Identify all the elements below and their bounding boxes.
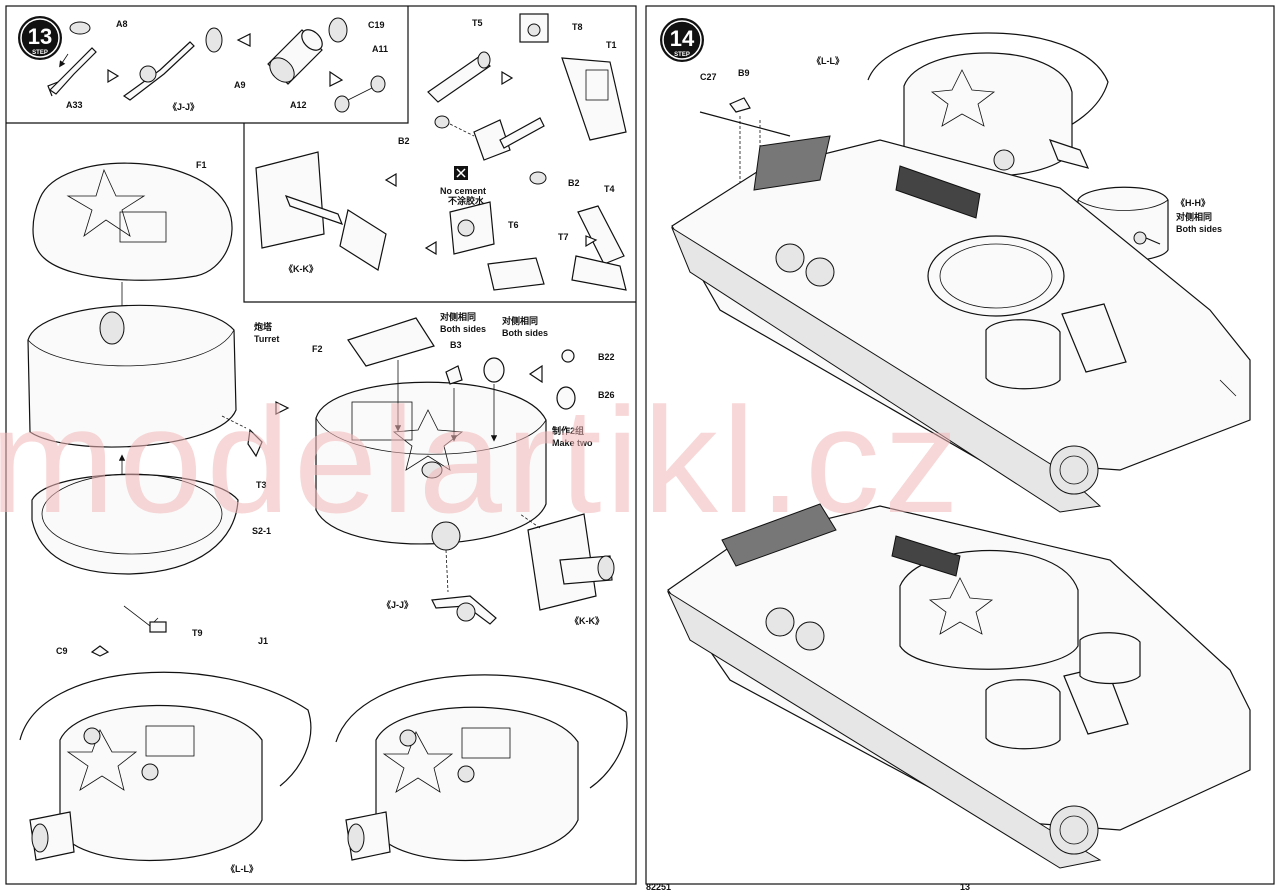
- label-kk-bottom: 《K-K》: [570, 616, 604, 626]
- label-f1: F1: [196, 160, 207, 170]
- label-ll-left: 《L-L》: [226, 864, 258, 874]
- turret-with-railing-left: [19, 671, 312, 862]
- label-j1: J1: [258, 636, 268, 646]
- label-c19: C19: [368, 20, 385, 30]
- kk-subassembly: [255, 13, 627, 291]
- label-b2b: B2: [568, 178, 580, 188]
- step-14-badge: 14 STEP: [660, 18, 704, 62]
- top-left-subpanel: [6, 6, 409, 124]
- note-both-sides-cn-1: 对侧相同: [440, 311, 476, 322]
- label-a9: A9: [234, 80, 246, 90]
- label-hh: 《H-H》: [1176, 198, 1210, 208]
- turret-with-railing-right: [335, 674, 628, 862]
- step-14-number: 14: [670, 26, 695, 51]
- label-t7: T7: [558, 232, 569, 242]
- tank-hull-upper: [670, 135, 1251, 513]
- step-13-number: 13: [28, 24, 52, 49]
- label-t3: T3: [256, 480, 267, 490]
- note-both-sides-cn-2: 对侧相同: [502, 315, 538, 326]
- turret-ring-s2-1: [31, 473, 239, 575]
- label-jj-bottom: 《J-J》: [382, 600, 413, 610]
- step-13-badge: 13 STEP: [18, 16, 62, 60]
- note-no-cement-en: No cement: [440, 186, 486, 196]
- watermark: modelartikl.cz: [0, 376, 963, 544]
- label-t1: T1: [606, 40, 617, 50]
- label-b9: B9: [738, 68, 750, 78]
- tank-hull-lower: [666, 503, 1251, 869]
- label-t4: T4: [604, 184, 615, 194]
- label-c9: C9: [56, 646, 68, 656]
- label-kk-inset: 《K-K》: [284, 264, 318, 274]
- label-t8: T8: [572, 22, 583, 32]
- right-page-footer: 13: [960, 882, 970, 891]
- kk-subpanel: [243, 123, 636, 303]
- label-t5: T5: [472, 18, 483, 28]
- note-both-sides-en-1: Both sides: [440, 324, 486, 334]
- right-page-frame: [645, 5, 1275, 885]
- step-14-word: STEP: [674, 52, 690, 58]
- note-turret-cn: 炮塔: [254, 321, 273, 332]
- gun-subassembly: [47, 17, 386, 113]
- left-page-frame: [5, 5, 637, 885]
- note-both-sides-en-right: Both sides: [1176, 224, 1222, 234]
- label-ll-right: 《L-L》: [812, 56, 844, 66]
- label-b26: B26: [598, 390, 615, 400]
- label-a12: A12: [290, 100, 307, 110]
- label-jj-top: 《J-J》: [168, 102, 199, 112]
- turret-shell: [27, 304, 237, 448]
- label-c27: C27: [700, 72, 717, 82]
- hatch-f2: [347, 317, 435, 367]
- turret-assembly-center: [315, 381, 547, 551]
- label-a33: A33: [66, 100, 83, 110]
- note-no-cement-cn: 不涂胶水: [448, 195, 485, 206]
- label-a11: A11: [372, 44, 388, 54]
- label-a8: A8: [116, 19, 128, 29]
- jj-gun-bottom: [431, 595, 497, 625]
- label-t6: T6: [508, 220, 519, 230]
- turret-roof-f1: [32, 162, 233, 281]
- note-both-sides-en-2: Both sides: [502, 328, 548, 338]
- note-make-two-en: Make two: [552, 438, 593, 448]
- left-page-footer: 82251: [646, 882, 671, 891]
- step-13-word: STEP: [32, 50, 48, 56]
- label-b2a: B2: [398, 136, 410, 146]
- label-b22: B22: [598, 352, 615, 362]
- note-make-two-cn: 制作2组: [552, 425, 584, 436]
- note-turret-en: Turret: [254, 334, 279, 344]
- label-f2: F2: [312, 344, 323, 354]
- label-b3: B3: [450, 340, 462, 350]
- label-t9: T9: [192, 628, 203, 638]
- note-both-sides-cn-right: 对侧相同: [1176, 211, 1212, 222]
- kk-mount-bottom: [527, 513, 615, 611]
- label-s2-1: S2-1: [252, 526, 271, 536]
